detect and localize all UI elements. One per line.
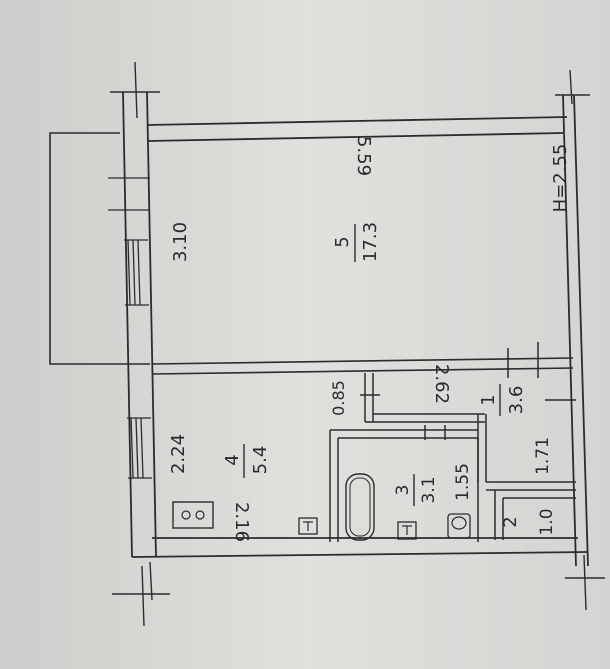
room-4-area: 5.4 — [250, 446, 271, 475]
balcony-door — [108, 177, 150, 211]
room-3-labels: 3 3.1 1.55 — [393, 463, 473, 506]
bathtub-icon — [345, 473, 375, 541]
outer-walls — [122, 91, 589, 567]
room-3-width: 1.55 — [453, 463, 473, 501]
room-3-number: 3 — [393, 485, 413, 496]
room-2-number: 2 — [500, 516, 521, 527]
corridor-dimension: 0.85 — [329, 380, 348, 416]
wall-end-marks — [110, 61, 605, 627]
room-1-labels: 2.62 1 3.6 1.71 — [431, 364, 553, 475]
toilet-icon — [447, 513, 471, 539]
partition-room5 — [151, 357, 574, 375]
room-5-length: 5.59 — [353, 136, 374, 176]
kitchen-sink-icon — [298, 517, 318, 535]
room-5-labels: 3.10 5 17.3 5.59 H=2.55 — [170, 136, 571, 262]
room-1-length: 2.62 — [431, 364, 452, 404]
room-4-width: 2.24 — [168, 434, 189, 474]
room-5-number: 5 — [332, 236, 353, 247]
room-5-area: 17.3 — [360, 222, 381, 262]
room-3-area: 3.1 — [419, 476, 439, 503]
room-1-width: 1.71 — [533, 437, 553, 475]
room-4-length: 2.16 — [231, 502, 252, 542]
stove-icon — [172, 501, 214, 529]
room-4-labels: 2.24 4 5.4 2.16 0.85 — [168, 380, 348, 542]
room-4-number: 4 — [222, 454, 243, 465]
sink-icon — [397, 521, 417, 540]
window-room-4 — [127, 417, 152, 479]
window-room-5 — [124, 239, 149, 306]
room-2-width: 1.0 — [537, 508, 557, 535]
room-1-area: 3.6 — [506, 386, 527, 415]
bathroom-block — [329, 342, 576, 542]
room-1-number: 1 — [478, 394, 499, 405]
room-2-labels: 2 1.0 — [500, 508, 557, 535]
balcony-outline — [49, 132, 150, 365]
ceiling-height: H=2.55 — [550, 144, 571, 213]
room-5-width: 3.10 — [170, 222, 191, 262]
